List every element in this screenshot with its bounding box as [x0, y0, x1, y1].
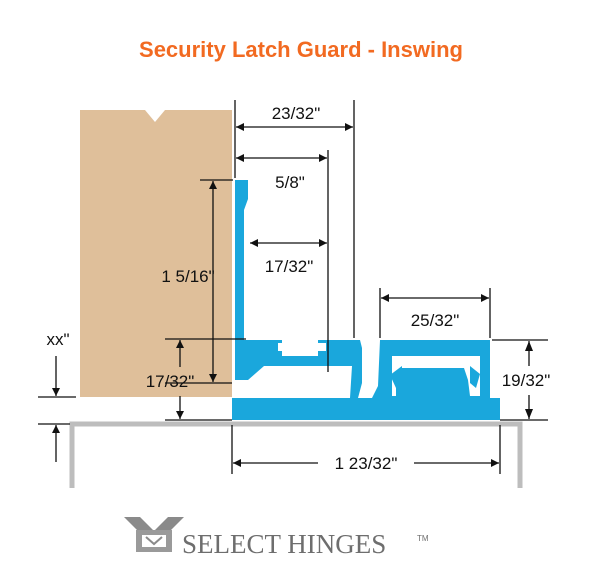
door-slab — [80, 110, 232, 397]
dimension-height-label: 1 5/16" — [161, 267, 214, 286]
brand-trademark: TM — [417, 534, 429, 543]
dimension-flange-reach-label: 17/32" — [265, 257, 314, 276]
dimension-inner-reach: 5/8" — [236, 150, 329, 372]
latch-guard-profile — [232, 180, 500, 420]
dimension-depth-to-leg-label: 23/32" — [272, 104, 321, 123]
dimension-channel-width-label: 25/32" — [411, 311, 460, 330]
dimension-gap: 17/32" — [146, 338, 246, 421]
latch-guard-inner-slot — [278, 343, 326, 351]
dimension-door-clearance-label: xx" — [46, 330, 69, 349]
brand-name: SELECT HINGES — [182, 529, 386, 559]
dimension-inner-reach-label: 5/8" — [275, 173, 305, 192]
dimension-depth-to-leg: 23/32" — [234, 100, 355, 338]
door-frame — [69, 421, 523, 488]
dimension-channel-height: 19/32" — [492, 339, 551, 421]
diagram-title: Security Latch Guard - Inswing — [139, 37, 463, 62]
dimension-height: 1 5/16" — [161, 179, 233, 382]
dimension-channel-height-label: 19/32" — [502, 371, 551, 390]
latch-guard-left-lip — [390, 366, 402, 388]
dimension-overall-width: 1 23/32" — [231, 425, 501, 474]
dimension-door-clearance: xx" — [38, 330, 76, 462]
dimension-gap-label: 17/32" — [146, 372, 195, 391]
select-hinges-logo-icon — [124, 517, 184, 552]
dimension-flange-reach: 17/32" — [250, 239, 327, 276]
latch-guard-channel-inner — [392, 356, 480, 396]
dimension-overall-width-label: 1 23/32" — [335, 454, 398, 473]
dimension-channel-width: 25/32" — [379, 288, 491, 338]
latch-guard-right-lip — [470, 366, 480, 388]
